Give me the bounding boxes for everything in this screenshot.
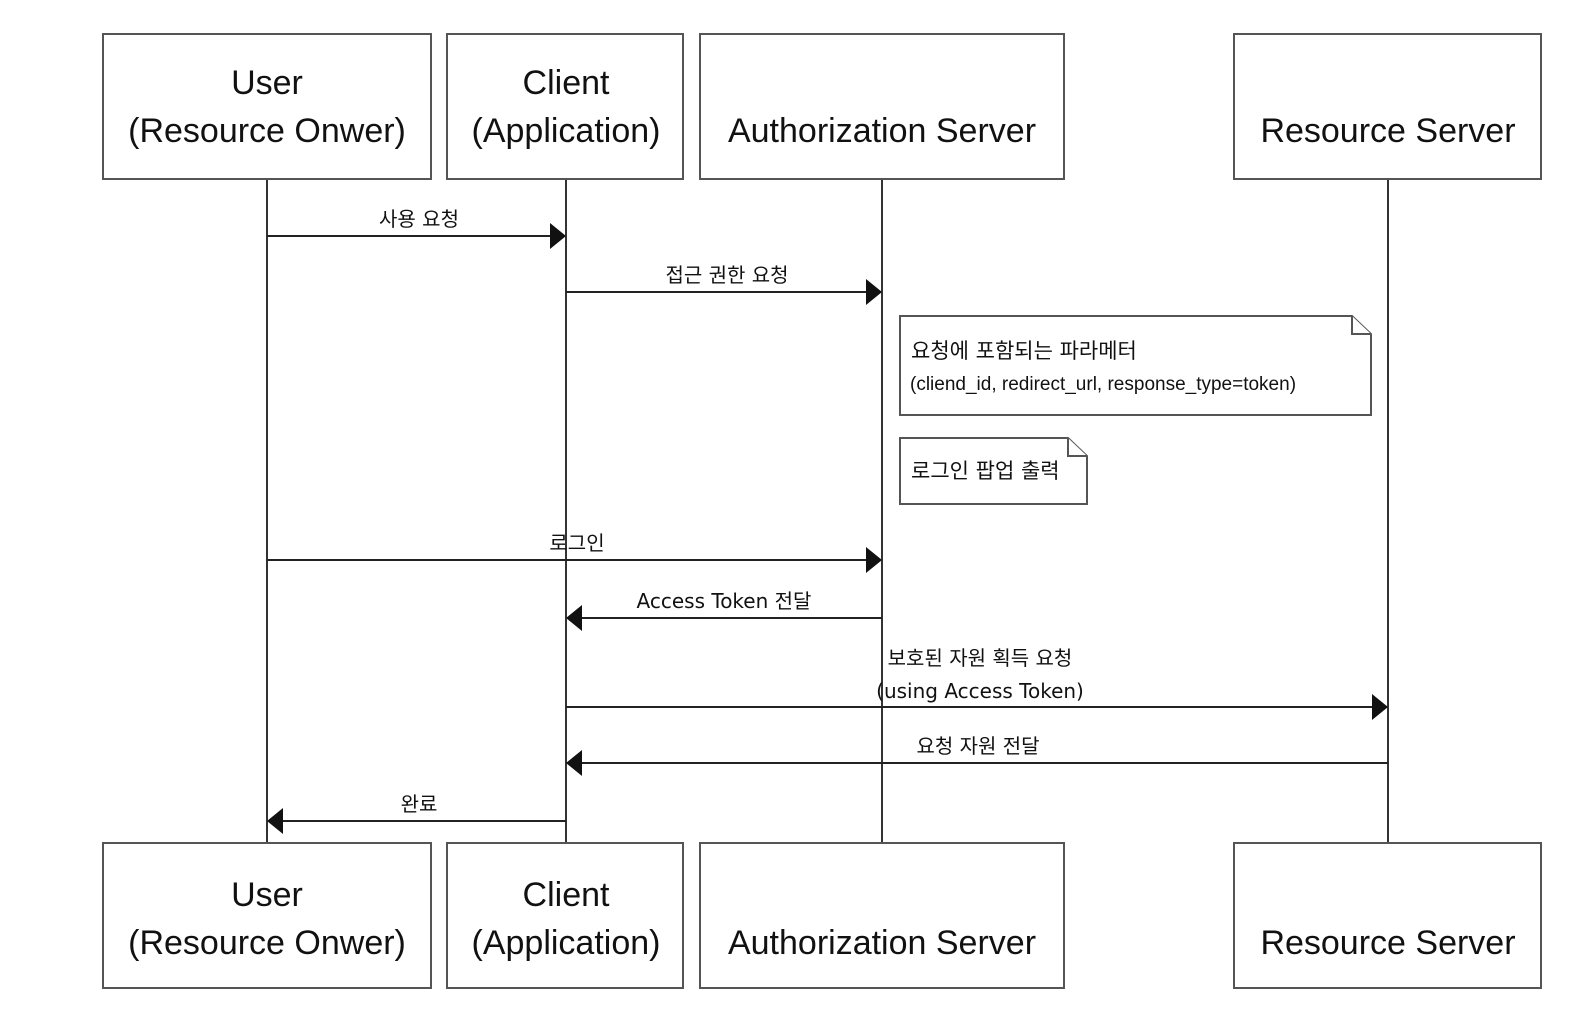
participant-resource-top: Resource Server <box>1233 33 1542 180</box>
participant-user-bottom: User (Resource Onwer) <box>102 842 432 989</box>
note-title: 로그인 팝업 출력 <box>911 459 1060 483</box>
note-subtitle: (cliend_id, redirect_url, response_type=… <box>910 374 1296 395</box>
participant-user-role: (Resource Onwer) <box>128 924 406 962</box>
message-label: 보호된 자원 획득 요청 <box>888 646 1073 670</box>
message-protected-request: 보호된 자원 획득 요청 (using Access Token) <box>566 646 1388 720</box>
participant-auth-top: Authorization Server <box>699 33 1065 180</box>
participant-client-role: (Application) <box>472 924 661 962</box>
note-params: 요청에 포함되는 파라메터 (cliend_id, redirect_url, … <box>899 315 1372 416</box>
message-label: 요청 자원 전달 <box>916 734 1039 758</box>
message-label: 사용 요청 <box>379 207 459 231</box>
participant-resource-name: Resource Server <box>1260 112 1515 150</box>
message-resource-delivery: 요청 자원 전달 <box>566 734 1388 776</box>
participant-resource-name: Resource Server <box>1260 924 1515 962</box>
participant-user-name: User <box>231 64 303 102</box>
participant-user-name: User <box>231 876 303 914</box>
note-title: 요청에 포함되는 파라메터 <box>911 339 1137 363</box>
participant-resource-bottom: Resource Server <box>1233 842 1542 989</box>
participant-client-name: Client <box>523 64 610 102</box>
message-sublabel: (using Access Token) <box>876 679 1084 703</box>
message-label: Access Token 전달 <box>637 589 812 613</box>
message-label: 완료 <box>401 792 438 816</box>
participant-client-bottom: Client (Application) <box>446 842 684 989</box>
message-complete: 완료 <box>267 792 566 834</box>
participant-auth-bottom: Authorization Server <box>699 842 1065 989</box>
participant-user-role: (Resource Onwer) <box>128 112 406 150</box>
participant-client-name: Client <box>523 876 610 914</box>
participant-user-top: User (Resource Onwer) <box>102 33 432 180</box>
message-label: 로그인 <box>549 531 604 555</box>
participant-auth-name: Authorization Server <box>728 112 1036 150</box>
participant-client-role: (Application) <box>472 112 661 150</box>
message-use-request: 사용 요청 <box>267 207 566 249</box>
participant-client-top: Client (Application) <box>446 33 684 180</box>
message-access-request: 접근 권한 요청 <box>566 263 882 305</box>
message-label: 접근 권한 요청 <box>665 263 788 287</box>
participant-auth-name: Authorization Server <box>728 924 1036 962</box>
message-login: 로그인 <box>267 531 882 573</box>
message-token-delivery: Access Token 전달 <box>566 589 882 631</box>
note-popup: 로그인 팝업 출력 <box>899 437 1088 505</box>
